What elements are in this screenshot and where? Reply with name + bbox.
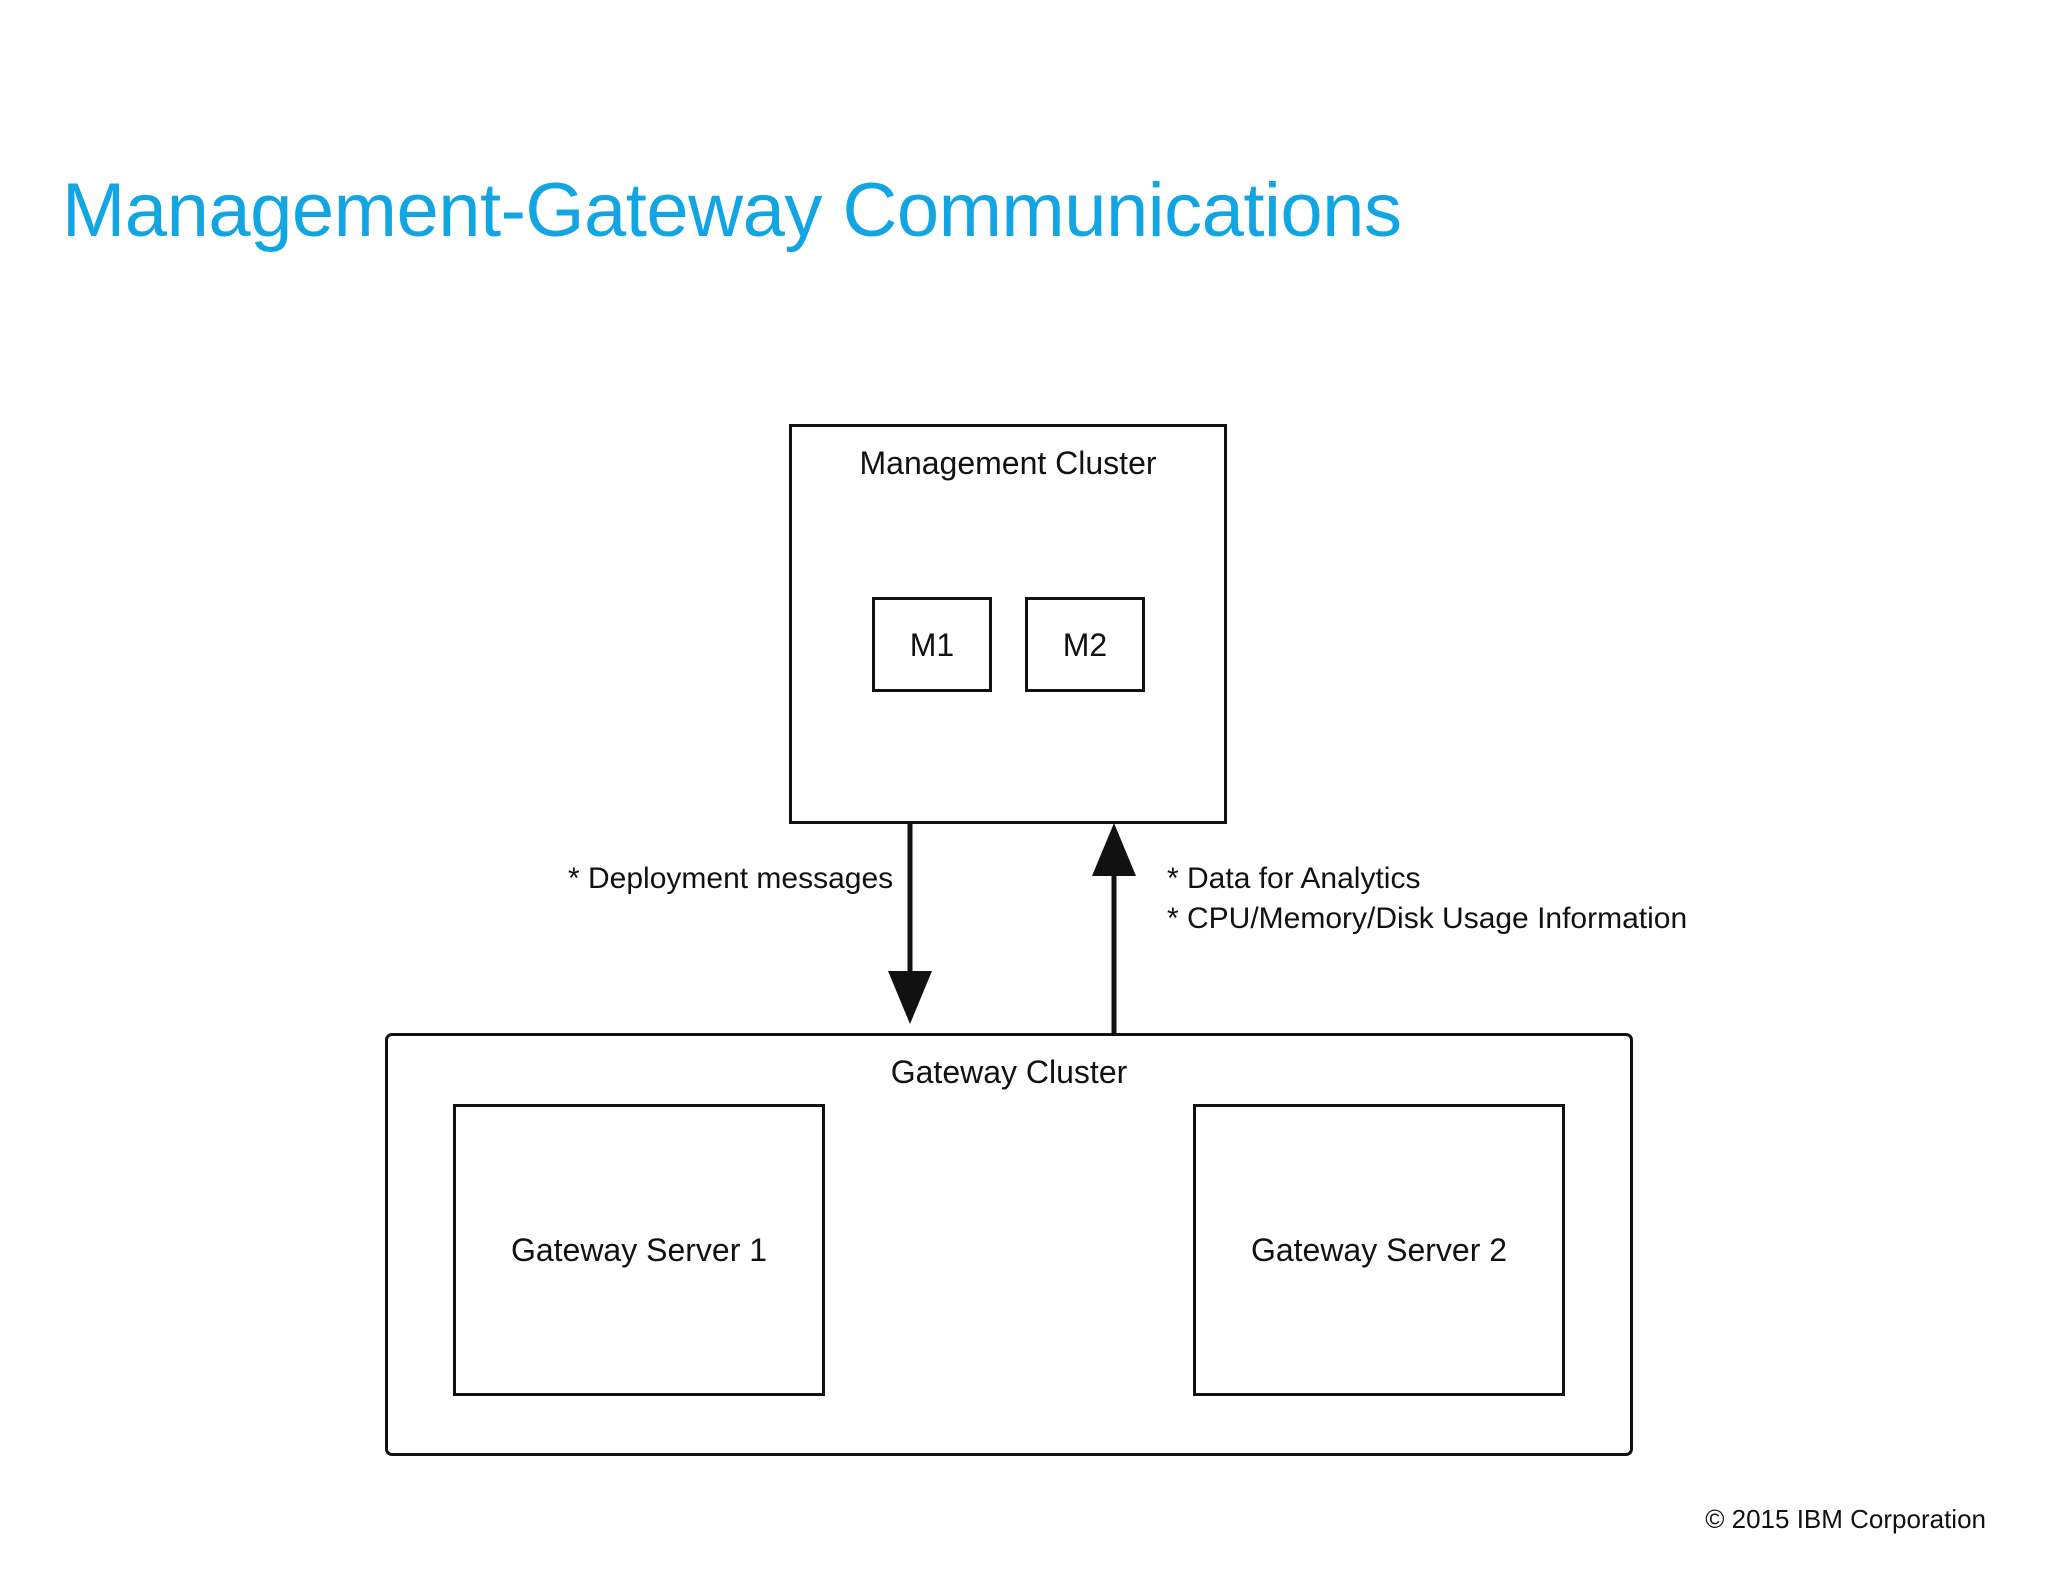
analytics-annotation-line-1: * Data for Analytics [1167, 862, 1421, 895]
arrow-up-analytics [1092, 823, 1136, 1033]
management-cluster-box[interactable]: Management Cluster [789, 424, 1227, 824]
analytics-annotation-line-2: * CPU/Memory/Disk Usage Information [1167, 901, 1688, 935]
gateway-server-1-box[interactable]: Gateway Server 1 [453, 1104, 825, 1396]
gateway-server-2-label: Gateway Server 2 [1250, 1232, 1508, 1268]
management-node-m2-label: M2 [1062, 626, 1108, 663]
page-title: Management-Gateway Communications [62, 167, 1402, 253]
deployment-messages-annotation: * Deployment messages [568, 862, 894, 895]
copyright-footer: © 2015 IBM Corporation [1705, 1504, 1986, 1534]
management-cluster-label: Management Cluster [859, 445, 1157, 481]
management-node-m2[interactable]: M2 [1025, 597, 1145, 692]
analytics-annotation: * Data for Analytics * CPU/Memory/Disk U… [1167, 859, 1687, 939]
arrow-down-deployment [888, 824, 932, 1024]
gateway-cluster-label: Gateway Cluster [890, 1054, 1128, 1090]
management-node-m1-label: M1 [909, 626, 955, 663]
gateway-server-2-box[interactable]: Gateway Server 2 [1193, 1104, 1565, 1396]
management-node-m1[interactable]: M1 [872, 597, 992, 692]
gateway-server-1-label: Gateway Server 1 [510, 1232, 768, 1268]
